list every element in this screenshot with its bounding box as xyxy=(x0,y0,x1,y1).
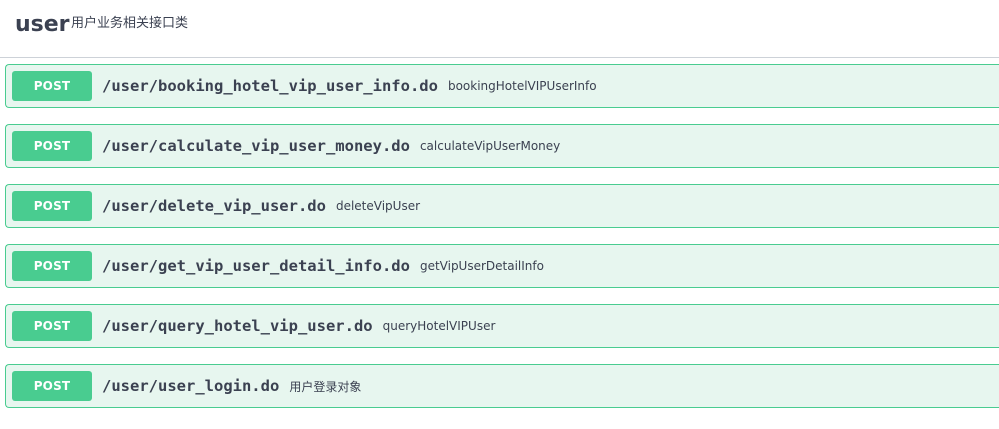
operation-path: /user/delete_vip_user.do xyxy=(102,197,326,215)
operation-delete-vip-user[interactable]: POST /user/delete_vip_user.do deleteVipU… xyxy=(5,184,999,228)
method-badge-post: POST xyxy=(12,191,92,221)
tag-description: 用户业务相关接口类 xyxy=(71,16,189,31)
operation-summary-line: /user/delete_vip_user.do deleteVipUser xyxy=(102,185,420,227)
method-badge-post: POST xyxy=(12,251,92,281)
operation-path: /user/calculate_vip_user_money.do xyxy=(102,137,410,155)
operation-get-vip-user-detail-info[interactable]: POST /user/get_vip_user_detail_info.do g… xyxy=(5,244,999,288)
operation-query-hotel-vip-user[interactable]: POST /user/query_hotel_vip_user.do query… xyxy=(5,304,999,348)
tag-name[interactable]: user xyxy=(15,12,70,37)
method-badge-post: POST xyxy=(12,371,92,401)
operation-summary-line: /user/get_vip_user_detail_info.do getVip… xyxy=(102,245,544,287)
operation-summary: bookingHotelVIPUserInfo xyxy=(447,79,597,93)
operation-booking-hotel-vip-user-info[interactable]: POST /user/booking_hotel_vip_user_info.d… xyxy=(5,64,999,108)
operation-path: /user/query_hotel_vip_user.do xyxy=(102,317,373,335)
operation-summary-line: /user/calculate_vip_user_money.do calcul… xyxy=(102,125,560,167)
operation-path: /user/booking_hotel_vip_user_info.do xyxy=(102,77,438,95)
operation-summary: queryHotelVIPUser xyxy=(382,319,496,333)
method-badge-post: POST xyxy=(12,71,92,101)
operation-summary: 用户登录对象 xyxy=(289,379,362,394)
operation-path: /user/get_vip_user_detail_info.do xyxy=(102,257,410,275)
operation-summary-line: /user/user_login.do 用户登录对象 xyxy=(102,365,361,407)
operation-summary: calculateVipUserMoney xyxy=(419,139,561,153)
operation-summary-line: /user/booking_hotel_vip_user_info.do boo… xyxy=(102,65,597,107)
operation-calculate-vip-user-money[interactable]: POST /user/calculate_vip_user_money.do c… xyxy=(5,124,999,168)
tag-header[interactable]: user 用户业务相关接口类 xyxy=(0,0,999,58)
method-badge-post: POST xyxy=(12,311,92,341)
operation-user-login[interactable]: POST /user/user_login.do 用户登录对象 xyxy=(5,364,999,408)
operation-summary-line: /user/query_hotel_vip_user.do queryHotel… xyxy=(102,305,495,347)
operation-summary: getVipUserDetailInfo xyxy=(419,259,544,273)
operations-list: POST /user/booking_hotel_vip_user_info.d… xyxy=(5,64,999,424)
operation-path: /user/user_login.do xyxy=(102,377,280,395)
operation-summary: deleteVipUser xyxy=(335,199,421,213)
method-badge-post: POST xyxy=(12,131,92,161)
